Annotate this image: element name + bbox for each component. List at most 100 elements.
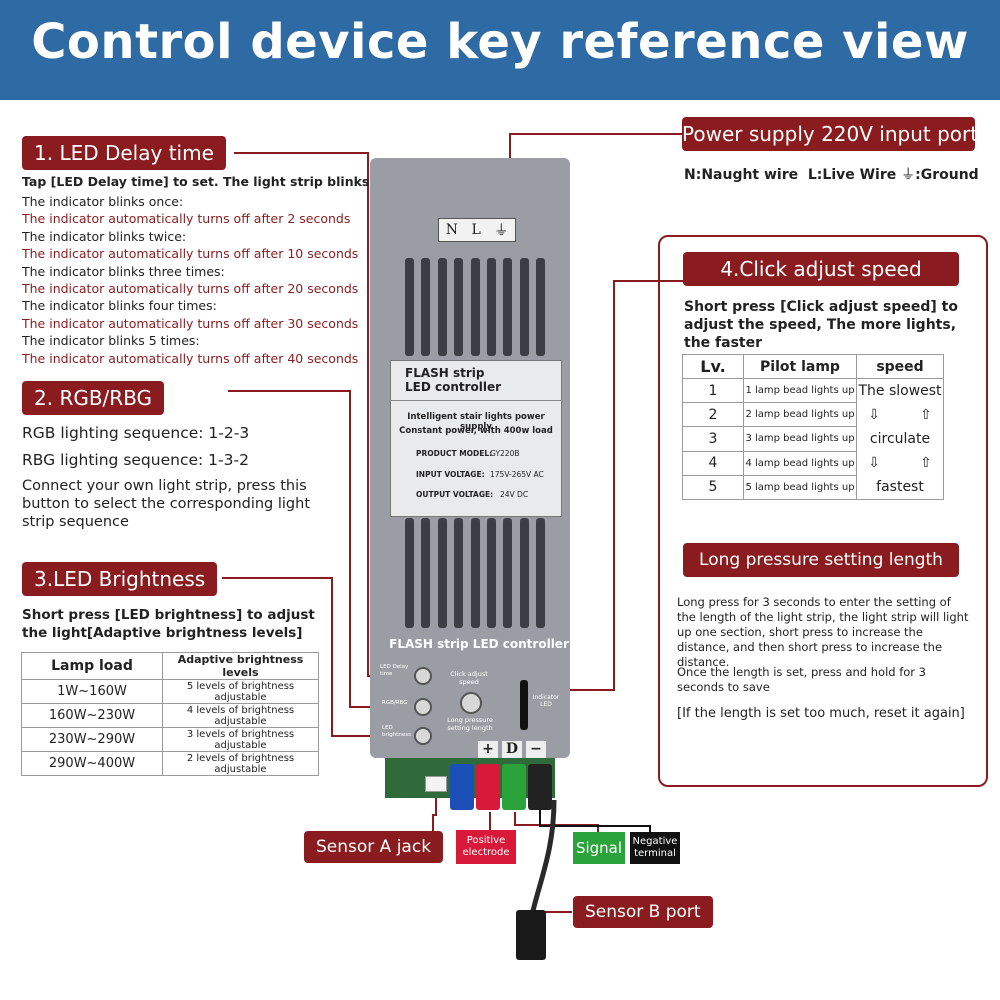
speed-arrows-upper: ⇩ ⇧ bbox=[857, 403, 943, 427]
arrow-down-icon: ⇩ bbox=[868, 455, 880, 471]
pilot-cell: 3 lamp bead lights up bbox=[743, 426, 857, 452]
speed-fastest: fastest bbox=[876, 479, 924, 495]
delay-blink-3: The indicator blinks three times: bbox=[22, 263, 225, 279]
speed-arrows-lower: ⇩ ⇧ bbox=[857, 451, 943, 475]
label-line1: Intelligent stair lights power supply bbox=[407, 412, 545, 432]
table-row: 3 3 lamp bead lights up bbox=[682, 426, 944, 452]
delay-result-3: The indicator automatically turns off af… bbox=[22, 281, 359, 297]
vent-slot bbox=[405, 518, 414, 628]
label-title: FLASH strip LED controller bbox=[405, 366, 502, 394]
leader-power bbox=[509, 133, 682, 160]
header-speed: speed bbox=[856, 354, 944, 379]
click-adjust-speed-button[interactable] bbox=[460, 692, 482, 714]
blue-terminal[interactable] bbox=[450, 764, 474, 810]
speed-header: Lv. Pilot lamp speed bbox=[682, 354, 944, 379]
vent-slot bbox=[437, 518, 447, 628]
speed-circulate: circulate bbox=[869, 431, 931, 447]
header-lamp-load: Lamp load bbox=[21, 652, 163, 680]
vent-grille-bottom bbox=[405, 518, 545, 628]
input-voltage-value: 175V-265V AC bbox=[490, 470, 544, 479]
pilot-cell: 5 lamp bead lights up bbox=[743, 474, 857, 501]
led-delay-button[interactable] bbox=[414, 667, 432, 685]
table-row: 160W~230W 4 levels of brightness adjusta… bbox=[21, 703, 319, 728]
delay-blink-5: The indicator blinks 5 times: bbox=[22, 333, 200, 349]
level-cell: 4 bbox=[682, 450, 744, 476]
lamp-load-cell: 230W~290W bbox=[21, 727, 163, 752]
power-legend: N:Naught wire L:Live Wire ⏚:Ground bbox=[684, 164, 979, 184]
terminal-label-strip: N L ⏚ bbox=[438, 218, 516, 242]
indicator-led-strip bbox=[520, 680, 528, 730]
output-voltage-label: OUTPUT VOLTAGE: bbox=[416, 490, 494, 499]
levels-cell: 5 levels of brightness adjustable bbox=[162, 679, 319, 704]
rgb-rbg-button[interactable] bbox=[414, 698, 432, 716]
leader-sensor-a bbox=[432, 790, 437, 846]
brightness-intro: Short press [LED brightness] to adjust t… bbox=[22, 607, 315, 641]
model-label: PRODUCT MODEL: bbox=[416, 449, 493, 458]
led-brightness-button[interactable] bbox=[414, 727, 432, 745]
click-speed-label: Click adjust speed bbox=[450, 670, 488, 686]
level-cell: 5 bbox=[682, 474, 744, 501]
speed-intro: Short press [Click adjust speed] to adju… bbox=[684, 299, 958, 351]
input-voltage-label: INPUT VOLTAGE: bbox=[416, 470, 485, 479]
table-row: 290W~400W 2 levels of brightness adjusta… bbox=[21, 751, 319, 776]
pilot-cell: 4 lamp bead lights up bbox=[743, 450, 857, 476]
level-cell: 3 bbox=[682, 426, 744, 452]
arrow-down-icon: ⇩ bbox=[868, 407, 880, 423]
rgb-description: Connect your own light strip, press this… bbox=[22, 478, 311, 530]
right-info-panel bbox=[658, 235, 988, 787]
speed-table: Lv. Pilot lamp speed 1 1 lamp bead light… bbox=[682, 354, 944, 501]
title-banner bbox=[0, 0, 1000, 100]
tag-led-delay: 1. LED Delay time bbox=[22, 136, 226, 170]
vent-slot bbox=[405, 258, 414, 356]
terminal-minus-label: − bbox=[526, 741, 546, 758]
long-press-save: Once the length is set, press and hold f… bbox=[677, 665, 927, 694]
table-row: 1W~160W 5 levels of brightness adjustabl… bbox=[21, 679, 319, 704]
rgb-sequence: RGB lighting sequence: 1-2-3 bbox=[22, 424, 250, 442]
vent-slot bbox=[437, 258, 447, 356]
delay-result-5: The indicator automatically turns off af… bbox=[22, 350, 359, 366]
red-terminal[interactable] bbox=[476, 764, 500, 810]
header-pilot-lamp: Pilot lamp bbox=[743, 354, 857, 379]
btn-bright-label: LED brightness bbox=[382, 725, 412, 738]
table-row: 230W~290W 3 levels of brightness adjusta… bbox=[21, 727, 319, 752]
vent-slot bbox=[519, 258, 529, 356]
tag-long-pressure: Long pressure setting length bbox=[683, 543, 959, 577]
delay-result-2: The indicator automatically turns off af… bbox=[22, 246, 359, 262]
power-legend-wires: N:Naught wire L:Live Wire bbox=[684, 167, 897, 183]
tag-sensor-b: Sensor B port bbox=[573, 896, 713, 928]
sensor-a-jack[interactable] bbox=[425, 776, 447, 792]
tag-rgb-rbg: 2. RGB/RBG bbox=[22, 381, 165, 415]
label-line2: Constant power, with 400w load bbox=[399, 426, 553, 436]
vent-slot bbox=[503, 258, 513, 356]
vent-slot bbox=[421, 258, 431, 356]
delay-blink-1: The indicator blinks once: bbox=[22, 194, 184, 209]
pilot-cell: 2 lamp bead lights up bbox=[743, 402, 857, 428]
lamp-load-cell: 290W~400W bbox=[21, 751, 163, 776]
lamp-load-cell: 1W~160W bbox=[21, 679, 163, 704]
tag-sensor-a: Sensor A jack bbox=[304, 831, 444, 863]
vent-slot bbox=[486, 518, 496, 628]
vent-slot bbox=[470, 518, 480, 628]
vent-slot bbox=[503, 518, 513, 628]
vent-slot bbox=[421, 518, 431, 628]
model-value: GY220B bbox=[490, 449, 520, 458]
sensor-b-cable bbox=[516, 799, 557, 960]
arrow-up-icon: ⇧ bbox=[920, 407, 932, 423]
level-cell: 1 bbox=[682, 377, 744, 404]
arrow-up-icon: ⇧ bbox=[920, 455, 932, 471]
tag-led-brightness: 3.LED Brightness bbox=[22, 562, 218, 596]
pilot-cell: 1 lamp bead lights up bbox=[743, 377, 857, 404]
panel-title: FLASH strip LED controller bbox=[389, 637, 569, 651]
output-terminal-labels: + D − bbox=[478, 741, 546, 758]
black-terminal[interactable] bbox=[528, 764, 552, 810]
green-terminal[interactable] bbox=[502, 764, 526, 810]
page-title: Control device key reference view bbox=[31, 14, 969, 70]
delay-blink-4: The indicator blinks four times: bbox=[22, 298, 217, 314]
long-press-label: Long pressure setting length bbox=[447, 716, 493, 732]
ground-icon: ⏚ bbox=[494, 223, 509, 239]
rbg-sequence: RBG lighting sequence: 1-3-2 bbox=[22, 451, 249, 469]
vent-slot bbox=[536, 518, 545, 628]
leader-negative bbox=[539, 805, 651, 832]
levels-cell: 3 levels of brightness adjustable bbox=[162, 727, 319, 752]
